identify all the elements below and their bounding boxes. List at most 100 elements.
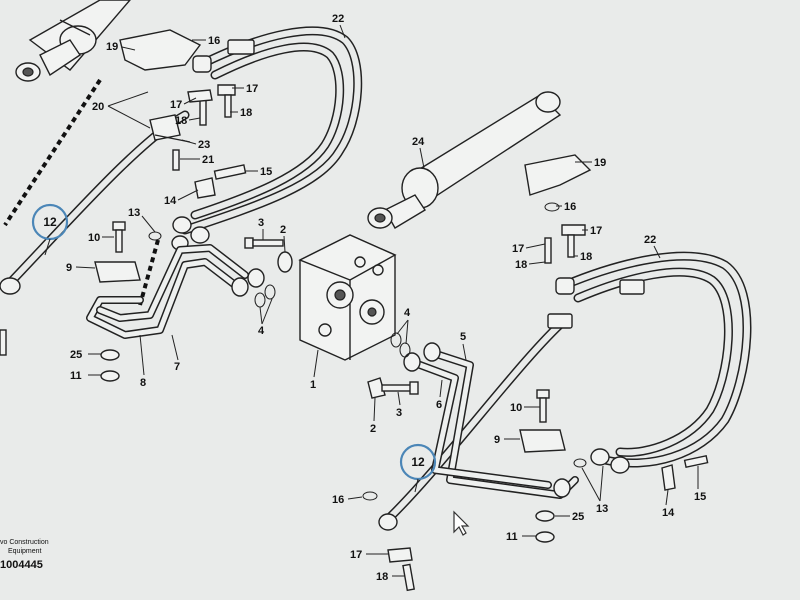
- parts-16-17-18-bottom: [362, 491, 416, 592]
- parts-16-17-18-right: [544, 202, 586, 264]
- parts-14-15: [194, 164, 247, 199]
- bracket-19-right: [524, 154, 592, 196]
- label-6a: 6: [436, 399, 442, 411]
- pipe-fitting-8: [247, 268, 265, 288]
- footer-brand-line1: vo Construction: [0, 539, 49, 546]
- label-16c: 16: [332, 494, 344, 506]
- label-24a: 24: [412, 136, 425, 148]
- label-18d: 18: [515, 259, 527, 271]
- label-13b: 13: [596, 503, 608, 515]
- label-11a: 11: [70, 370, 82, 382]
- pipes-7-8: [86, 244, 249, 339]
- clamp-9-right: [519, 429, 566, 453]
- footer-brand-line2: Equipment: [8, 548, 42, 555]
- washer-25-left: [100, 349, 120, 361]
- washer-25-right: [535, 510, 555, 522]
- fitting-right-top: [555, 277, 575, 295]
- cylinder-rod-dashed: [3, 78, 102, 227]
- label-13a: 13: [128, 207, 140, 219]
- clamp-top: [227, 39, 255, 55]
- bolt-3-lower: [381, 381, 419, 395]
- label-5a: 5: [460, 331, 466, 343]
- label-10b: 10: [510, 402, 522, 414]
- bolt-left-edge: [0, 329, 7, 356]
- bolt-10-right: [536, 389, 550, 423]
- label-9a: 9: [66, 262, 72, 274]
- hose-end-right: [378, 513, 398, 531]
- label-17c: 17: [590, 225, 602, 237]
- label-18a: 18: [240, 107, 252, 119]
- pipes-5-6: [408, 348, 579, 499]
- clamp-right-top: [619, 279, 645, 295]
- callout-label-12-left: 12: [43, 215, 57, 229]
- fittings-13-right: [553, 448, 630, 498]
- mouse-pointer-icon: [453, 510, 470, 536]
- label-4a: 4: [258, 325, 265, 337]
- cylinder-24: [367, 91, 562, 229]
- label-19b: 19: [594, 157, 606, 169]
- label-19a: 19: [106, 41, 118, 53]
- label-21a: 21: [202, 154, 214, 166]
- label-7a: 7: [174, 361, 180, 373]
- label-22b: 22: [644, 234, 656, 246]
- label-17d: 17: [512, 243, 524, 255]
- parts-14-15-right: [661, 454, 709, 491]
- label-2a: 2: [280, 224, 286, 236]
- label-4b: 4: [404, 307, 411, 319]
- label-11b: 11: [506, 531, 518, 543]
- pipe-fitting-5: [423, 342, 441, 362]
- nut-2-top: [277, 251, 293, 273]
- cylinder-left: [15, 0, 131, 82]
- callout-label-12-right: 12: [411, 455, 425, 469]
- dashed-link-13: [138, 239, 160, 306]
- control-valve-1: [298, 234, 397, 361]
- bolt-3-top: [244, 237, 284, 249]
- hose-22-right: [560, 251, 752, 468]
- label-2b: 2: [370, 423, 376, 435]
- label-22a: 22: [332, 13, 344, 25]
- label-25b: 25: [572, 511, 584, 523]
- label-14b: 14: [662, 507, 675, 519]
- label-17b: 17: [170, 99, 182, 111]
- label-8a: 8: [140, 377, 146, 389]
- label-1a: 1: [310, 379, 316, 391]
- fitting-top-1: [192, 55, 212, 73]
- parts-20-21-23: [149, 114, 191, 171]
- label-17a: 17: [246, 83, 258, 95]
- hose-12-right: [380, 315, 570, 527]
- label-3a: 3: [258, 217, 264, 229]
- label-18b: 18: [175, 115, 187, 127]
- label-9b: 9: [494, 434, 500, 446]
- part-labels: 16 22 19 17 17 18 18 20 23 21 15 14 13 1…: [66, 13, 706, 583]
- fittings-13-left: [148, 216, 210, 251]
- orings-4-right: [390, 332, 411, 358]
- footer-code: 1004445: [0, 559, 43, 571]
- nut-11-left: [100, 370, 120, 382]
- clamp-9-left: [94, 261, 141, 283]
- pipe-fitting-7: [231, 277, 249, 297]
- orings-4-left: [254, 284, 276, 308]
- label-20a: 20: [92, 101, 104, 113]
- label-25a: 25: [70, 349, 82, 361]
- hose-22-top: [180, 26, 363, 235]
- label-14a: 14: [164, 195, 177, 207]
- clamp-hose-12-right: [547, 313, 573, 329]
- bolt-10-left: [112, 221, 126, 253]
- hose-12-left: [3, 110, 190, 290]
- clamp-2-lower: [367, 377, 386, 399]
- label-15b: 15: [694, 491, 706, 503]
- label-18e: 18: [376, 571, 388, 583]
- label-23a: 23: [198, 139, 210, 151]
- nut-11-right: [535, 531, 555, 543]
- bracket-19-top: [119, 29, 202, 71]
- pipe-fitting-6: [403, 352, 421, 372]
- label-10a: 10: [88, 232, 100, 244]
- hose-end-left: [0, 277, 21, 295]
- label-17e: 17: [350, 549, 362, 561]
- label-18c: 18: [580, 251, 592, 263]
- label-16a: 16: [208, 35, 220, 47]
- label-3b: 3: [396, 407, 402, 419]
- label-15a: 15: [260, 166, 272, 178]
- label-16b: 16: [564, 201, 576, 213]
